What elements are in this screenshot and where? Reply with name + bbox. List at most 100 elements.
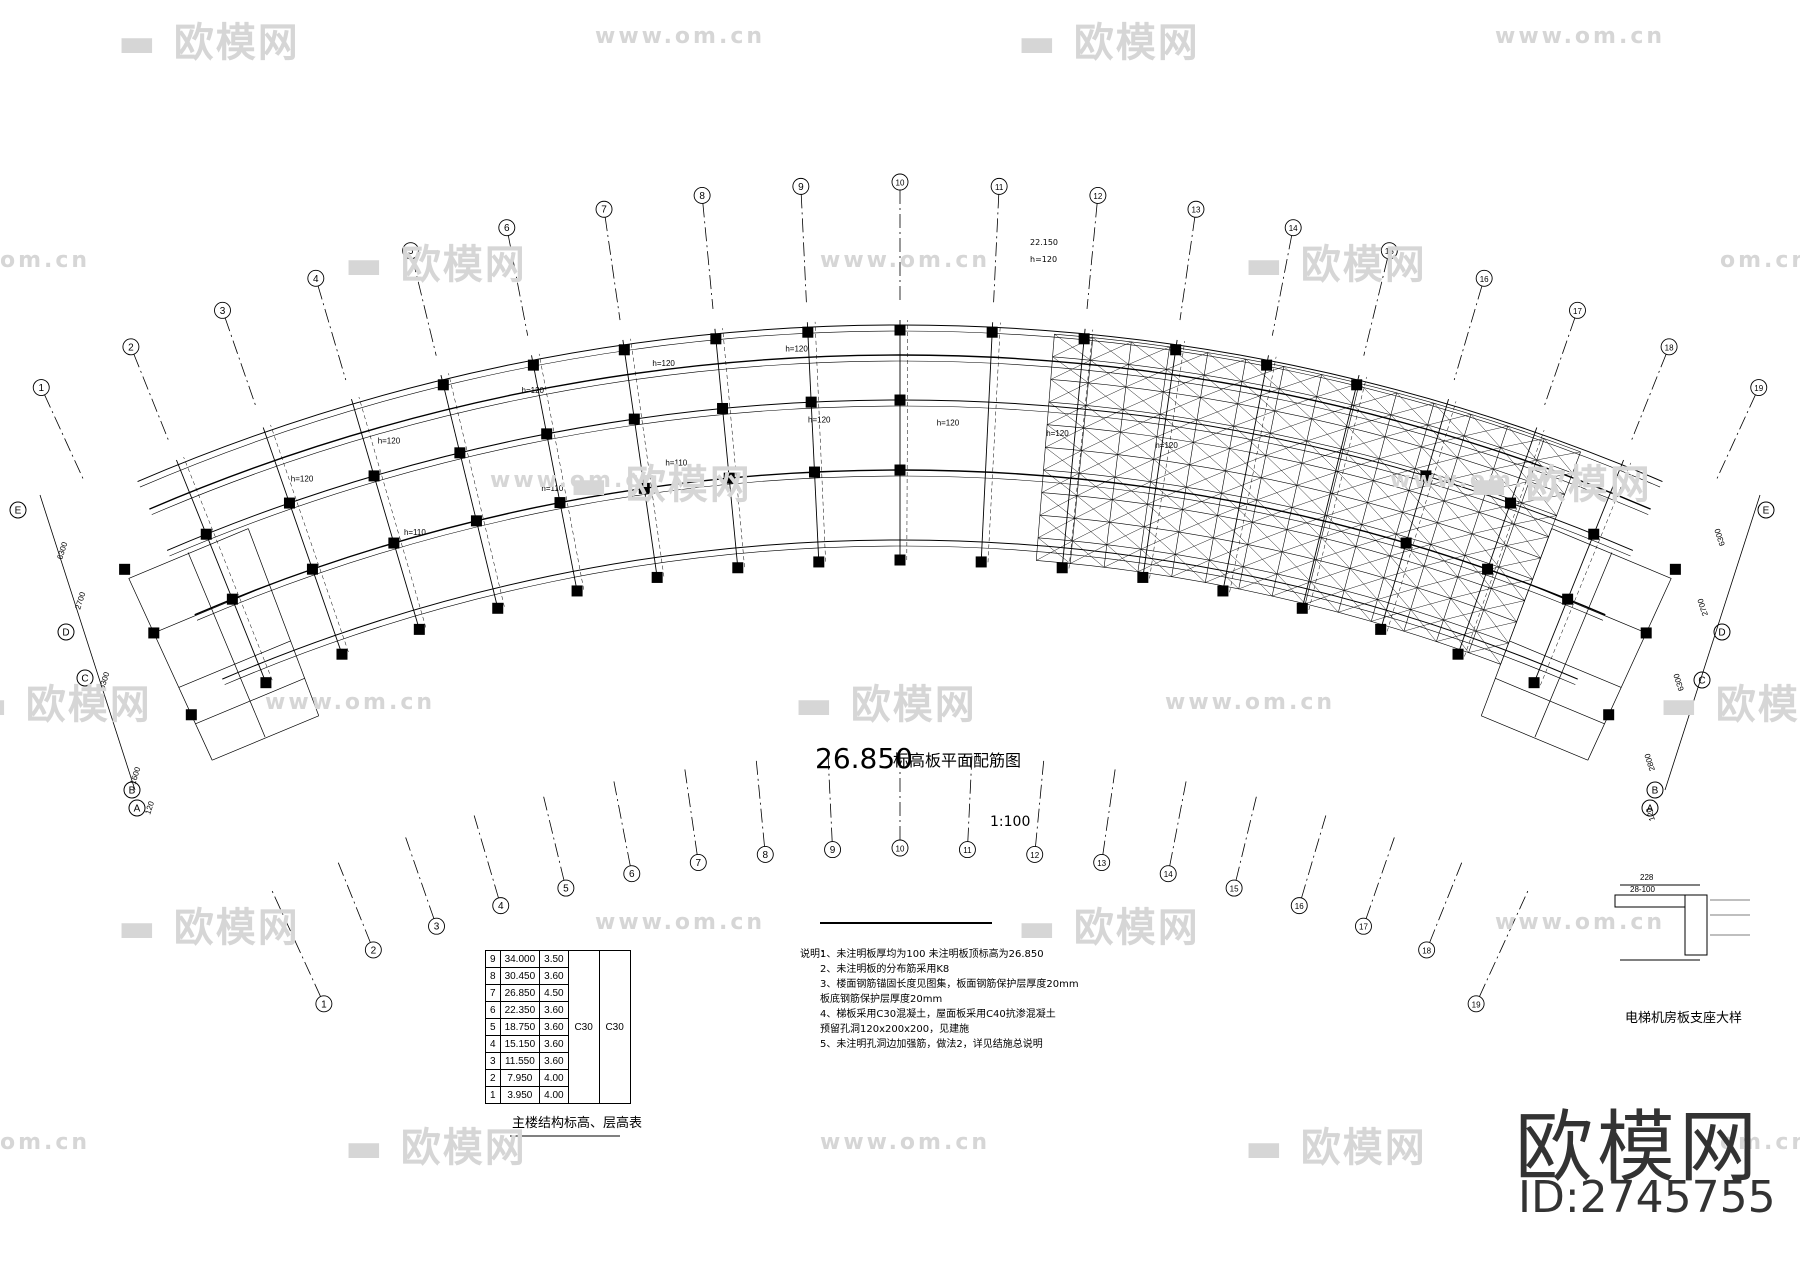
column [492, 602, 504, 614]
column [1351, 379, 1363, 391]
note-line: 预留孔洞120x200x200，见建施 [820, 1024, 970, 1035]
axis-label: 11 [963, 846, 972, 855]
axis-bubble [1569, 301, 1586, 319]
column [975, 556, 987, 568]
axis-bubble [122, 338, 140, 356]
axis-label: 8 [699, 191, 705, 202]
note-line: 4、梯板采用C30混凝土，屋面板采用C40抗渗混凝土 [820, 1009, 1056, 1020]
row-bubble-left [57, 623, 75, 641]
axis-bubble [1355, 917, 1372, 935]
axis-label: 9 [830, 845, 836, 856]
slab-thickness-label: h=120 [378, 437, 401, 446]
dim-label-left: 1600 [128, 765, 142, 785]
axis-label: 10 [896, 179, 905, 188]
axis-bubble [891, 173, 909, 191]
column [805, 396, 817, 408]
axis-label: 8 [762, 850, 768, 861]
row-bubble-left [123, 781, 141, 799]
slab-thickness-label: h=120 [522, 386, 545, 395]
axis-bubble [1467, 995, 1485, 1013]
axis-label: 18 [1422, 946, 1431, 955]
plan-scale: 1:100 [990, 814, 1030, 830]
dim-label-left: 120 [143, 800, 156, 816]
axis-bubble [1750, 379, 1768, 396]
row-label: A [134, 804, 141, 815]
column [1640, 627, 1652, 639]
column [1056, 562, 1068, 574]
column [470, 515, 482, 527]
column [454, 447, 466, 459]
axis-bubble [1089, 187, 1107, 204]
axis-bubble [689, 854, 707, 871]
plan-title-elevation: 26.850 [815, 742, 913, 775]
dim-label-left: 6300 [55, 540, 69, 560]
axis-label: 1 [321, 999, 327, 1010]
column [1296, 602, 1308, 614]
column [388, 537, 400, 549]
axis-label: 16 [1295, 902, 1304, 911]
brand-logo-text: 欧模网 [1515, 1103, 1762, 1193]
row-label: C [81, 674, 88, 685]
row-bubble-left [76, 669, 94, 687]
column [413, 623, 425, 635]
column [1588, 528, 1600, 540]
row-label: D [1718, 628, 1725, 639]
row-bubble-right [1693, 671, 1711, 689]
axis-label: 16 [1480, 275, 1489, 284]
column [119, 563, 131, 575]
axis-label: 12 [1093, 192, 1102, 201]
column [986, 326, 998, 338]
slab-thickness-label: h=120 [1046, 429, 1069, 438]
row-bubble-right [1713, 623, 1731, 641]
axis-label: 15 [1385, 247, 1394, 256]
detail-caption: 电梯机房板支座大样 [1625, 1010, 1742, 1026]
axis-bubble [990, 177, 1008, 195]
row-bubble-right [1757, 501, 1775, 519]
column [1375, 623, 1387, 635]
column [1400, 537, 1412, 549]
axis-label: 2 [128, 342, 134, 353]
column [813, 556, 825, 568]
axis-bubble [428, 917, 445, 935]
note-line: 板底钢筋保护层厚度20mm [820, 994, 943, 1005]
column [894, 394, 906, 406]
note-line: 5、未注明孔洞边加强筋，做法2，详见结施总说明 [820, 1039, 1043, 1050]
column [1452, 648, 1464, 660]
dim-label-right: 2800 [1643, 752, 1657, 772]
column [1420, 470, 1432, 482]
slab-thickness-label: h=120 [291, 474, 314, 483]
row-bubble-left [9, 501, 27, 519]
axis-bubble [824, 841, 842, 859]
svg-text:228: 228 [1640, 873, 1654, 882]
column [1217, 585, 1229, 597]
concrete-grade: C30 [598, 950, 631, 1104]
axis-label: 3 [220, 306, 226, 317]
axis-label: 10 [896, 845, 905, 854]
axis-label: 5 [408, 246, 414, 257]
dim-label-right: 2700 [1696, 597, 1710, 617]
svg-text:28-100: 28-100 [1630, 885, 1655, 894]
axis-label: 5 [563, 884, 569, 895]
brand-id: ID:2745755 [1518, 1172, 1776, 1223]
space-truss-area [1035, 333, 1581, 665]
axis-label: 13 [1097, 859, 1106, 868]
dim-label-right: 6300 [1713, 527, 1727, 547]
column [1261, 359, 1273, 371]
column [1562, 593, 1574, 605]
dim-label-right: 6300 [1672, 672, 1686, 692]
row-label: C [1698, 676, 1705, 687]
axis-bubble [1159, 865, 1177, 883]
axis-bubble [1093, 854, 1111, 871]
axis-label: 19 [1754, 384, 1763, 393]
row-bubble-right [1646, 781, 1664, 799]
axis-bubble [756, 845, 774, 863]
column [541, 428, 553, 440]
column [802, 326, 814, 338]
